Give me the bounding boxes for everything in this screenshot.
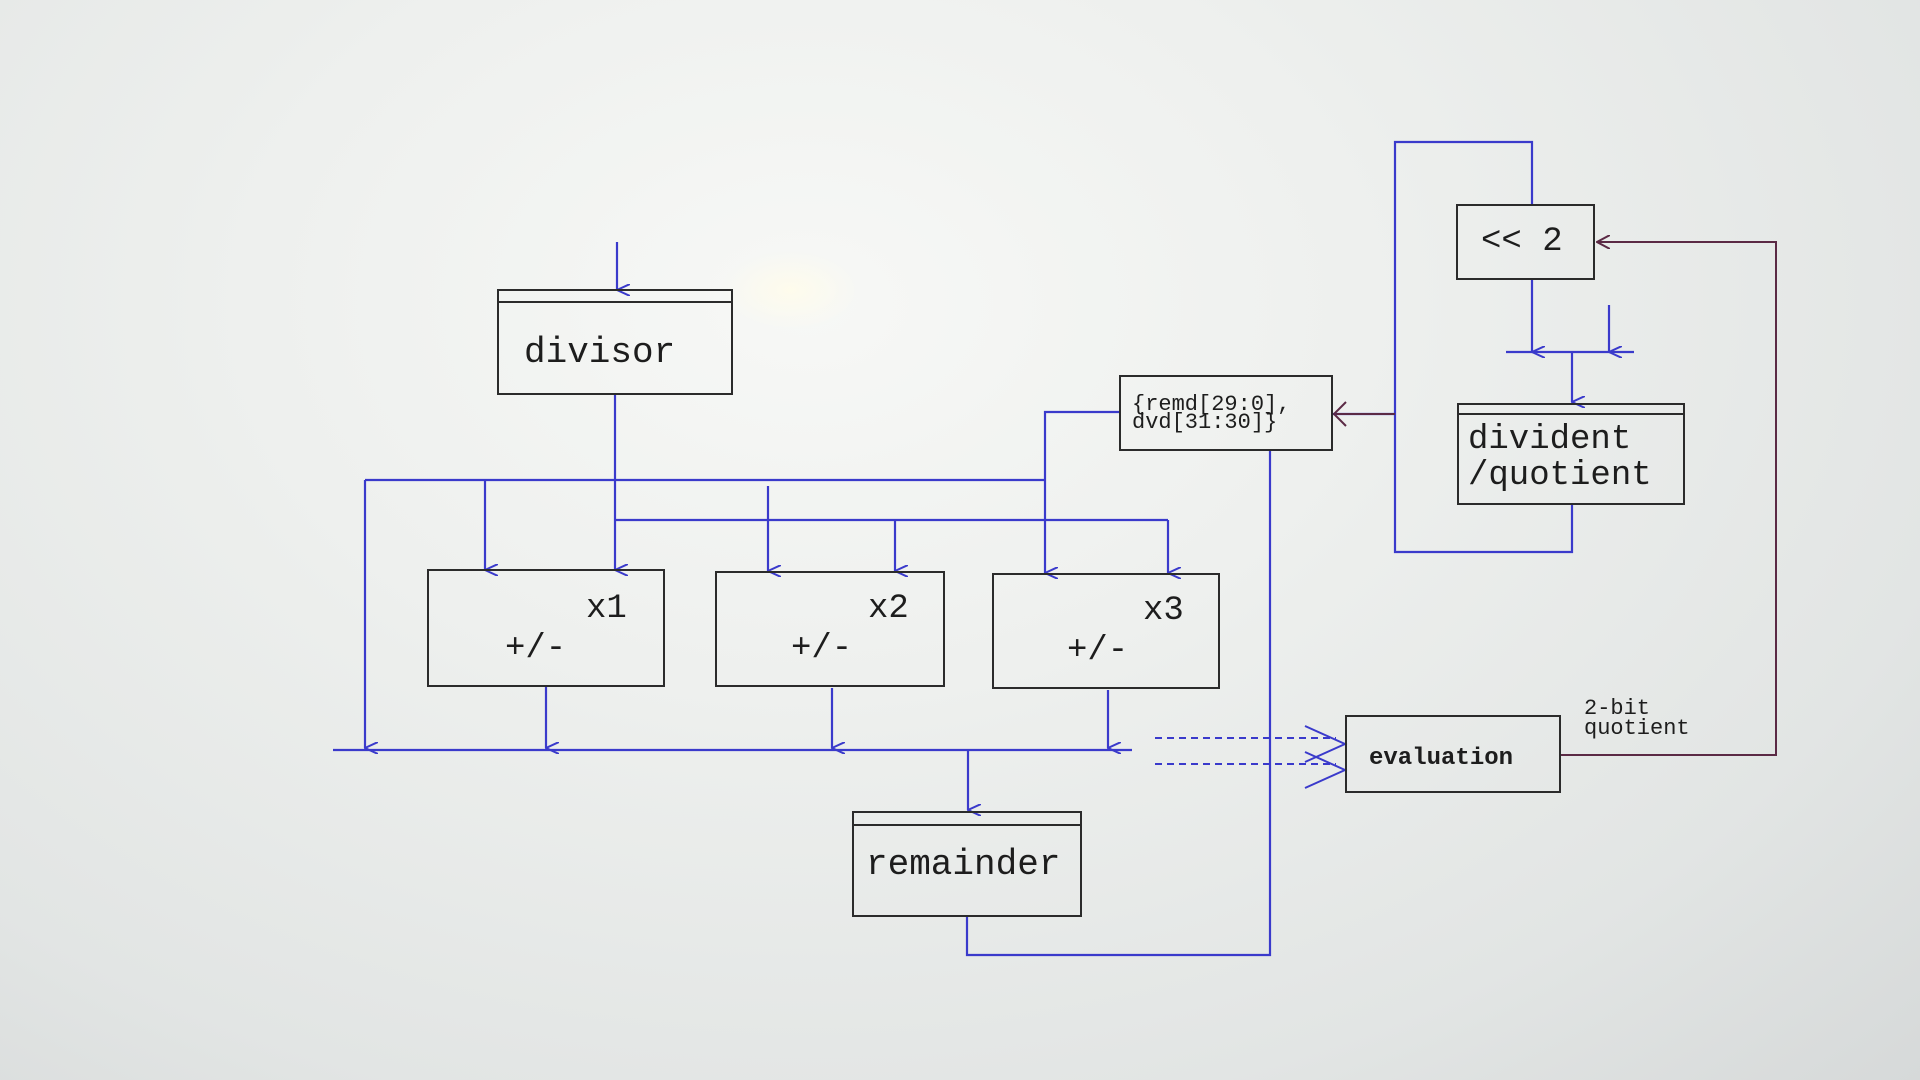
dividend-label-line2: /quotient [1468,457,1652,495]
quotient-bits-line1: 2-bit [1584,696,1650,721]
divisor-register: divisor [497,289,733,395]
quotient-feedback-wire [1332,242,1777,756]
multiplier-label-x3: x3 [1143,592,1184,630]
dividend-quotient-register: divident /quotient [1457,403,1685,505]
signal-wires [333,140,1634,957]
quotient-bits-line2: quotient [1584,716,1690,741]
remainder-register: remainder [852,811,1082,917]
multiplier-label-x2: x2 [868,590,909,628]
addsub-label-2: +/- [791,630,852,668]
divisor-label: divisor [524,332,675,373]
addsub-unit-x1: x1 +/- [427,569,665,687]
dividend-label-line1: divident [1468,421,1631,459]
quotient-bits-label: 2-bit quotient [1584,696,1690,741]
addsub-label-3: +/- [1067,632,1128,670]
addsub-unit-x3: x3 +/- [992,573,1220,689]
addsub-unit-x2: x2 +/- [715,571,945,687]
shift-left-2-block: << 2 [1456,204,1595,280]
evaluation-block: evaluation [1345,715,1561,793]
multiplier-label-x1: x1 [586,590,627,628]
concat-label-line1: {remd[29:0], [1132,392,1290,417]
concat-label-line2: dvd[31:30]} [1132,410,1277,435]
addsub-label-1: +/- [505,630,566,668]
shift-label: << 2 [1481,223,1563,261]
remainder-label: remainder [866,844,1060,885]
evaluation-label: evaluation [1369,745,1513,772]
concat-block: {remd[29:0], dvd[31:30]} [1119,375,1333,451]
